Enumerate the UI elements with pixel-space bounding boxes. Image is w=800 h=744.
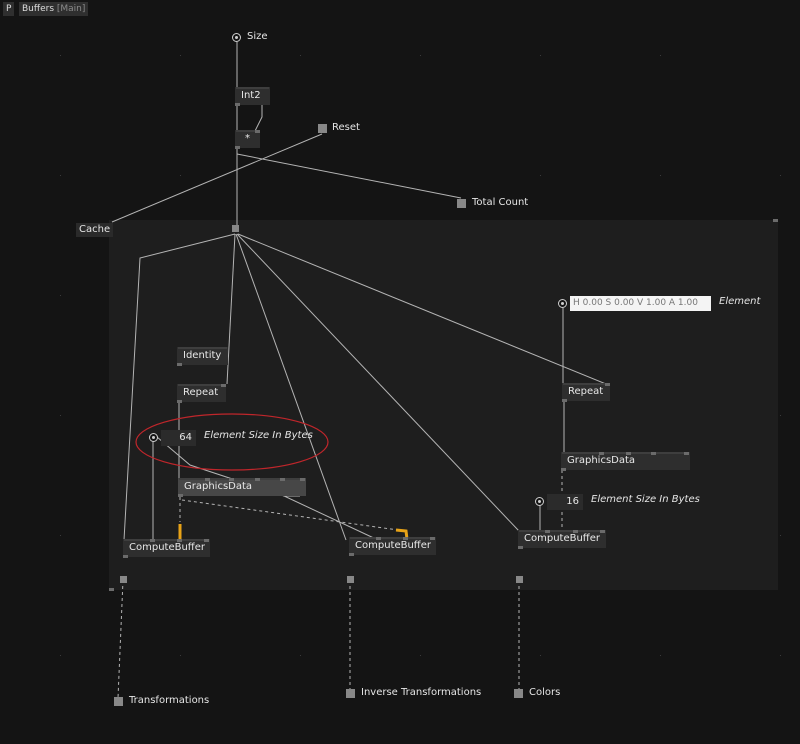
computebuffer-node-mid[interactable]: ComputeBuffer	[349, 537, 436, 555]
graphicsdata-node-right-label: GraphicsData	[567, 455, 636, 466]
element-size-right-value[interactable]: 16	[547, 494, 583, 510]
repeat-node-left[interactable]: Repeat	[177, 384, 226, 402]
colors-pin[interactable]	[514, 689, 523, 698]
identity-node-label: Identity	[183, 350, 222, 361]
multiply-node[interactable]: *	[235, 130, 260, 148]
graphicsdata-node-left-label: GraphicsData	[184, 481, 253, 492]
element-color-label: Element	[719, 296, 761, 307]
cache-region-corner-pin[interactable]	[109, 588, 114, 591]
element-color-value[interactable]: H 0.00 S 0.00 V 1.00 A 1.00	[570, 296, 711, 311]
size-pin-icon[interactable]	[232, 33, 241, 42]
graphicsdata-node-right[interactable]: GraphicsData	[561, 452, 690, 470]
cache-output-pin-mid[interactable]	[347, 576, 354, 583]
element-size-right-pin-icon[interactable]	[535, 497, 544, 506]
window-title: Buffers	[22, 4, 55, 14]
cache-region[interactable]	[109, 220, 778, 590]
window-title-tab[interactable]: Buffers [Main]	[19, 2, 89, 16]
reset-pin-label: Reset	[332, 122, 360, 133]
element-size-left-value[interactable]: 64	[161, 430, 196, 446]
repeat-node-right-label: Repeat	[568, 386, 604, 397]
repeat-node-left-label: Repeat	[183, 387, 219, 398]
transformations-pin[interactable]	[114, 697, 123, 706]
computebuffer-node-right[interactable]: ComputeBuffer	[518, 530, 606, 548]
patch-label: P	[6, 4, 12, 14]
element-size-left-pin-icon[interactable]	[149, 433, 158, 442]
graphicsdata-node-left[interactable]: GraphicsData	[178, 478, 306, 496]
patch-button[interactable]: P	[3, 2, 15, 16]
multiply-node-label: *	[245, 133, 250, 144]
identity-node[interactable]: Identity	[177, 347, 228, 365]
cache-region-corner-pin[interactable]	[773, 219, 778, 222]
element-color-pin-icon[interactable]	[558, 299, 567, 308]
colors-pin-label: Colors	[529, 687, 561, 698]
total-count-pin[interactable]	[457, 199, 466, 208]
inverse-transformations-pin[interactable]	[346, 689, 355, 698]
computebuffer-node-left[interactable]: ComputeBuffer	[123, 539, 210, 557]
int2-node[interactable]: Int2	[235, 87, 270, 105]
size-pin-label: Size	[247, 31, 268, 42]
reset-pin[interactable]	[318, 124, 327, 133]
transformations-pin-label: Transformations	[129, 695, 210, 706]
computebuffer-node-mid-label: ComputeBuffer	[355, 540, 431, 551]
element-size-right-label: Element Size In Bytes	[591, 494, 700, 505]
annotation-circle	[135, 413, 329, 471]
computebuffer-node-left-label: ComputeBuffer	[129, 542, 205, 553]
cache-region-label[interactable]: Cache	[76, 223, 114, 237]
repeat-node-right[interactable]: Repeat	[562, 383, 610, 401]
window-context: [Main]	[56, 4, 86, 14]
inverse-transformations-pin-label: Inverse Transformations	[361, 687, 482, 698]
computebuffer-node-right-label: ComputeBuffer	[524, 533, 600, 544]
total-count-pin-label: Total Count	[472, 197, 529, 208]
cache-output-pin-right[interactable]	[516, 576, 523, 583]
int2-node-label: Int2	[241, 90, 261, 101]
cache-input-pin[interactable]	[232, 225, 239, 232]
element-size-left-label: Element Size In Bytes	[204, 430, 313, 441]
cache-output-pin-left[interactable]	[120, 576, 127, 583]
